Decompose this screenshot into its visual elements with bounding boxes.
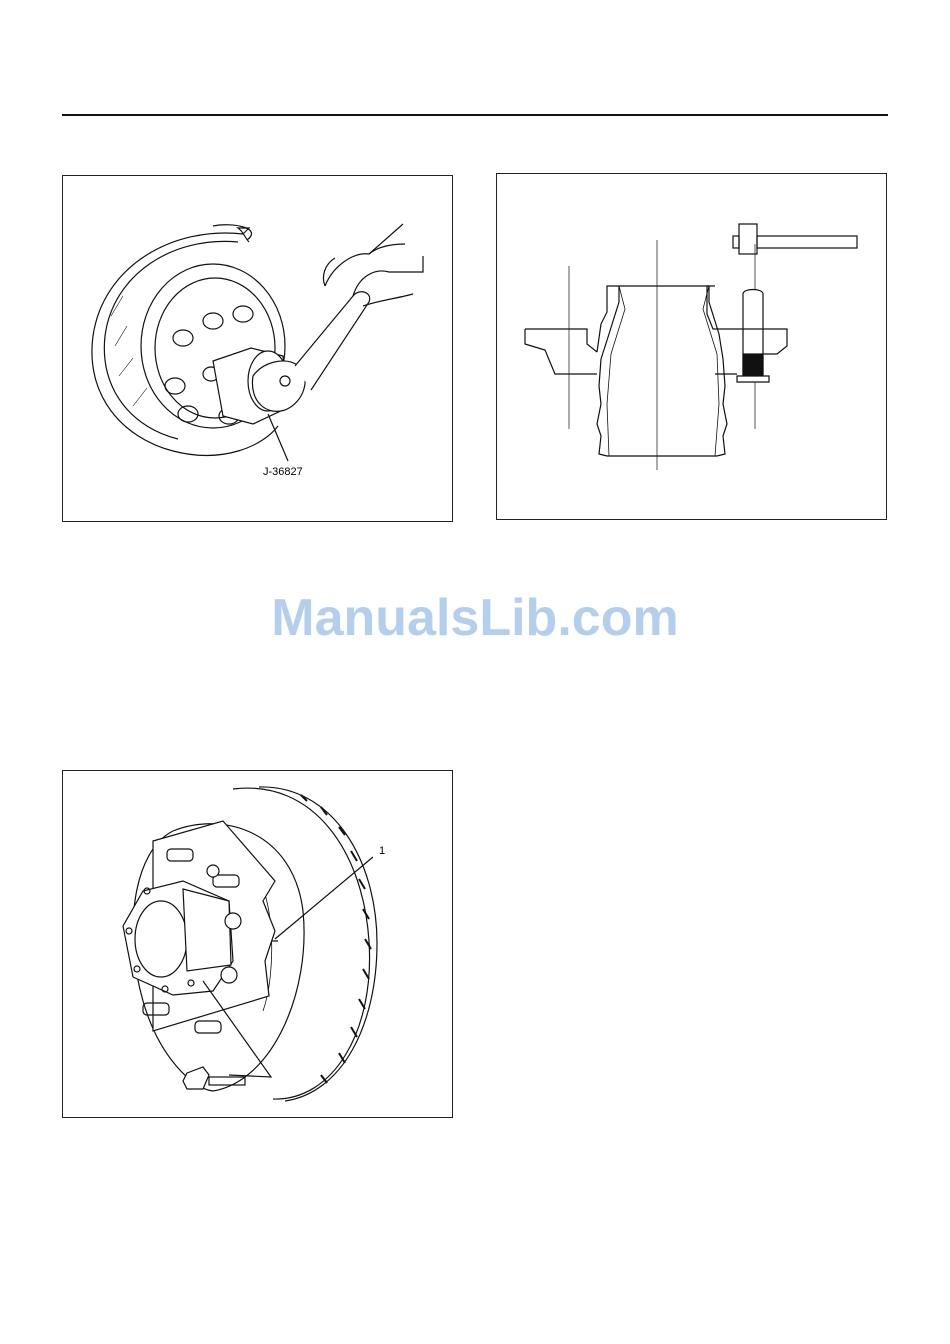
figure-hub-rotor: 1: [62, 770, 453, 1118]
watermark: ManualsLib.com: [0, 588, 950, 648]
stud-press-illustration: [497, 174, 886, 519]
figure-wrench-hub: J-36827: [62, 175, 453, 522]
hub-rotor-illustration: [63, 771, 452, 1117]
callout-number: 1: [379, 845, 385, 857]
wrench-hub-illustration: [63, 176, 452, 521]
tool-number-label: J-36827: [263, 466, 303, 478]
header-rule: [62, 114, 888, 116]
figure-stud-press: [496, 173, 887, 520]
